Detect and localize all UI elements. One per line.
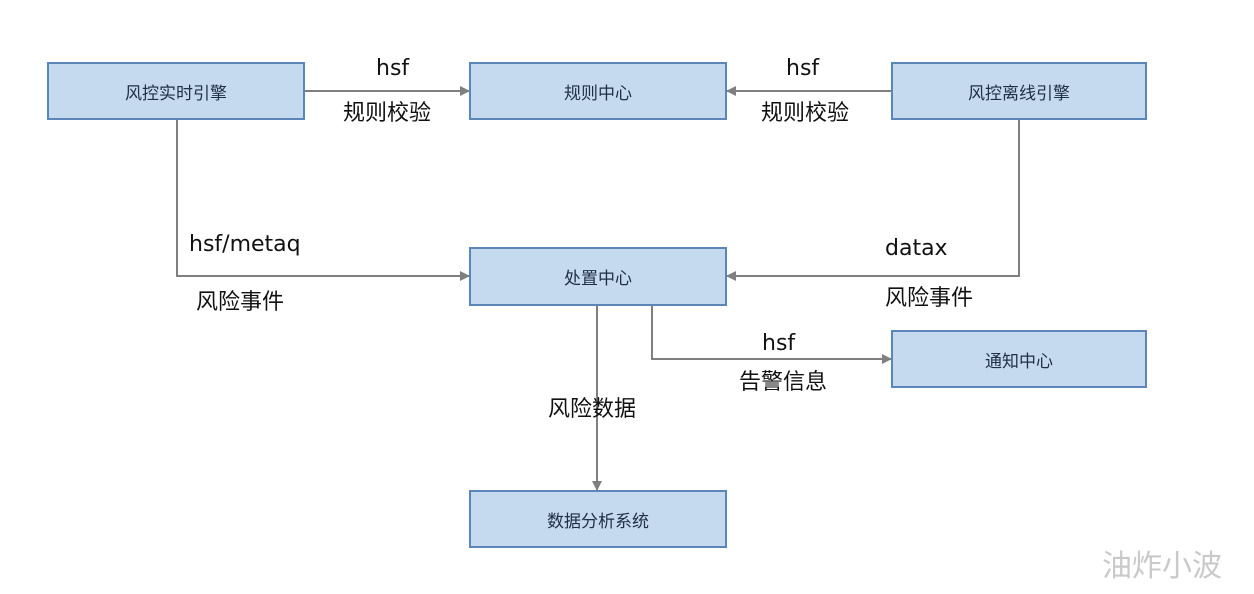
node-realtime-engine-label: 风控实时引擎 [125,83,227,104]
edge-offline-to-handling [726,120,1020,281]
node-offline-engine[interactable]: 风控离线引擎 [891,62,1147,120]
node-handling-center[interactable]: 处置中心 [469,247,727,306]
edge-offline-to-handling-desc: 风险事件 [885,286,974,311]
edge-realtime-to-handling [176,120,470,281]
edge-realtime-to-rule-protocol: hsf [376,56,410,81]
node-rule-center[interactable]: 规则中心 [469,62,727,120]
edge-offline-to-rule-desc: 规则校验 [761,101,850,126]
node-analysis-system[interactable]: 数据分析系统 [469,490,727,548]
edge-handling-to-analysis-desc: 风险数据 [548,397,637,422]
node-analysis-system-label: 数据分析系统 [547,511,649,532]
edge-handling-to-notify-desc: 告警信息 [739,370,828,395]
node-notify-center[interactable]: 通知中心 [891,330,1147,388]
edge-offline-to-handling-protocol: datax [885,236,948,261]
node-offline-engine-label: 风控离线引擎 [968,83,1070,104]
edge-handling-to-notify [651,306,892,364]
edge-realtime-to-rule-desc: 规则校验 [343,101,432,126]
node-notify-center-label: 通知中心 [985,351,1053,372]
edge-realtime-to-handling-protocol: hsf/metaq [189,232,301,257]
node-handling-center-label: 处置中心 [564,269,632,289]
watermark-text: 油炸小波 [1102,549,1222,584]
node-realtime-engine[interactable]: 风控实时引擎 [47,62,305,120]
edge-handling-to-notify-protocol: hsf [762,331,796,356]
edge-realtime-to-handling-desc: 风险事件 [196,290,285,315]
node-rule-center-label: 规则中心 [564,83,632,104]
edge-offline-to-rule-protocol: hsf [786,56,820,81]
